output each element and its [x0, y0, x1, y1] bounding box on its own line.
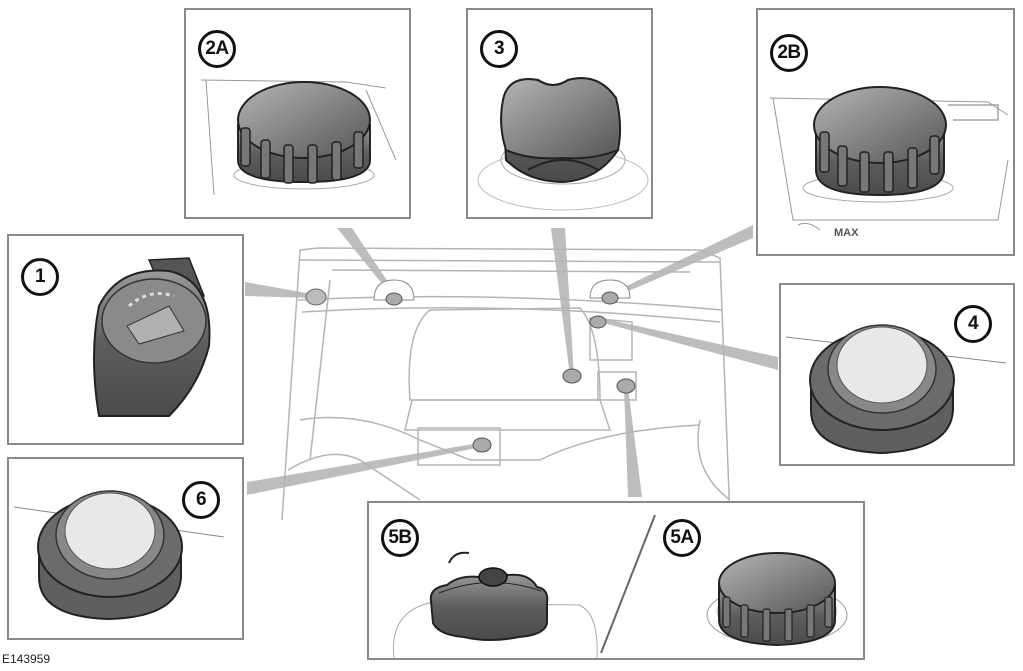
fuel-filler-cap-icon	[392, 551, 598, 658]
coolant-cap-icon	[769, 86, 1009, 231]
panel-label-5b: 5B	[381, 519, 419, 557]
pointer-6	[247, 443, 481, 495]
brake-fluid-cap-icon	[785, 324, 1007, 455]
panel-5: 5B 5A	[367, 501, 865, 660]
max-level-mark: MAX	[834, 227, 859, 239]
panel-5-artwork	[392, 514, 848, 658]
panel-3: 3	[466, 8, 653, 219]
pointer-1	[245, 282, 312, 298]
power-steering-cap-icon	[706, 552, 848, 647]
pointer-lines	[245, 225, 778, 497]
panel-6: 6	[7, 457, 244, 640]
pointer-3	[551, 228, 574, 376]
pointer-2a	[337, 228, 396, 296]
engine-oil-cap-icon	[477, 77, 649, 211]
panel-label-6: 6	[182, 481, 220, 519]
pointer-4	[600, 318, 778, 370]
figure-id: E143959	[2, 652, 51, 666]
panel-label-5a: 5A	[663, 519, 701, 557]
engine-cap-markers	[305, 279, 636, 453]
pointer-5	[624, 388, 642, 497]
panel-label-3: 3	[480, 30, 518, 68]
clutch-fluid-cap-icon	[13, 490, 225, 621]
panel-divider	[600, 514, 656, 654]
washer-fluid-cap-icon	[93, 257, 211, 417]
coolant-cap-icon	[200, 79, 397, 196]
engine-bay-outline	[281, 247, 731, 521]
panel-label-4: 4	[954, 305, 992, 343]
panel-1: 1	[7, 234, 244, 445]
panel-label-2a: 2A	[198, 30, 236, 68]
panel-2a: 2A	[184, 8, 411, 219]
panel-2b: MAX 2B	[756, 8, 1015, 256]
panel-4: 4	[779, 283, 1015, 466]
panel-label-2b: 2B	[770, 34, 808, 72]
panel-label-1: 1	[21, 258, 59, 296]
